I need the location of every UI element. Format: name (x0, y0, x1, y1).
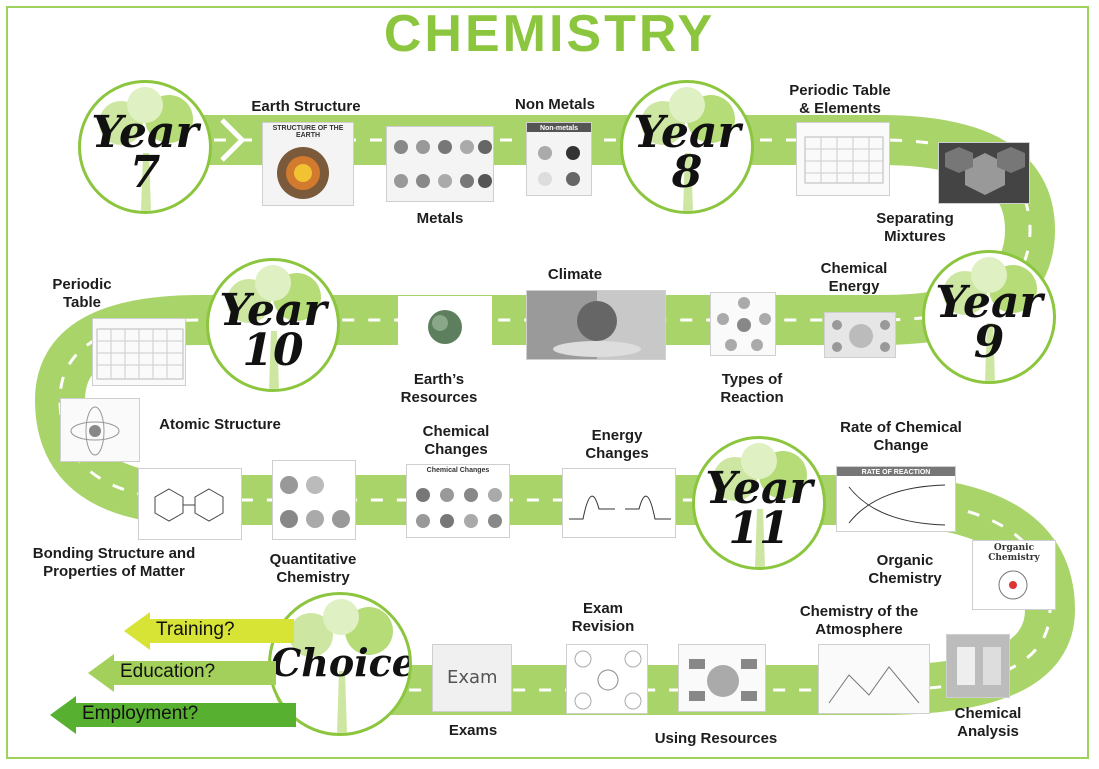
badge-year11: Year 11 (692, 436, 826, 570)
thumb-periodic-table (92, 318, 186, 386)
label-exam-revision: Exam Revision (571, 600, 635, 635)
label-energy-changes: Energy Changes (585, 427, 649, 462)
label-chemical-energy: Chemical Energy (820, 260, 888, 295)
thumb-periodic-table-elements (796, 122, 890, 196)
thumb-chemical-analysis (946, 634, 1010, 698)
label-types-of-reaction: Types of Reaction (720, 371, 784, 406)
thumb-types-of-reaction (710, 292, 776, 356)
arrow-training[interactable]: Training? (124, 612, 294, 650)
label-atomic-structure: Atomic Structure (159, 416, 281, 433)
thumb-climate (526, 290, 666, 360)
thumb-earth-structure: STRUCTURE OF THE EARTH (262, 122, 354, 206)
thumb-atmosphere (818, 644, 930, 714)
thumb-metals (386, 126, 494, 202)
tree-icon (289, 599, 393, 733)
label-using-resources: Using Resources (654, 730, 778, 747)
thumb-rate: RATE OF REACTION (836, 466, 956, 532)
thumb-earths-resources (398, 296, 492, 358)
tree-icon (227, 265, 321, 389)
thumb-chemical-energy (824, 312, 896, 358)
thumb-atomic-structure (60, 398, 140, 462)
thumb-organic: Organic Chemistry (972, 540, 1056, 610)
thumb-energy-changes (562, 468, 676, 538)
badge-year10: Year 10 (206, 258, 340, 392)
start-arrow-icon (220, 118, 246, 162)
label-earth-structure: Earth Structure (251, 98, 361, 115)
label-atmosphere: Chemistry of the Atmosphere (799, 603, 919, 638)
thumb-chemical-changes: Chemical Changes (406, 464, 510, 538)
thumb-exams: Exam (432, 644, 512, 712)
thumb-bonding (138, 468, 242, 540)
label-bonding: Bonding Structure and Properties of Matt… (32, 545, 196, 580)
page-title: CHEMISTRY (383, 5, 716, 63)
badge-year8: Year 8 (620, 80, 754, 214)
label-periodic-table: Periodic Table (52, 276, 112, 311)
tree-icon (99, 87, 193, 211)
label-exams: Exams (448, 722, 498, 739)
label-non-metals: Non Metals (514, 96, 595, 113)
label-chemical-changes: Chemical Changes (422, 423, 490, 458)
tree-icon (641, 87, 735, 211)
arrow-employment[interactable]: Employment? (50, 696, 296, 734)
thumb-quantitative (272, 460, 356, 540)
badge-year7: Year 7 (78, 80, 212, 214)
tree-icon (943, 257, 1037, 381)
page-border (6, 6, 1089, 759)
thumb-non-metals: Non-metals (526, 122, 592, 196)
arrow-education[interactable]: Education? (88, 654, 276, 692)
label-separating-mixtures: Separating Mixtures (876, 210, 954, 245)
label-climate: Climate (547, 266, 603, 283)
badge-year9: Year 9 (922, 250, 1056, 384)
label-quantitative: Quantitative Chemistry (269, 551, 357, 586)
label-organic: Organic Chemistry (868, 552, 942, 587)
label-chemical-analysis: Chemical Analysis (954, 705, 1022, 740)
label-metals: Metals (416, 210, 464, 227)
thumb-exam-revision (566, 644, 648, 714)
label-earths-resources: Earth’s Resources (400, 371, 478, 406)
thumb-separating-mixtures (938, 142, 1030, 204)
label-periodic-table-elements: Periodic Table & Elements (789, 82, 891, 117)
thumb-using-resources (678, 644, 766, 712)
label-rate: Rate of Chemical Change (840, 419, 962, 454)
tree-icon (713, 443, 807, 567)
